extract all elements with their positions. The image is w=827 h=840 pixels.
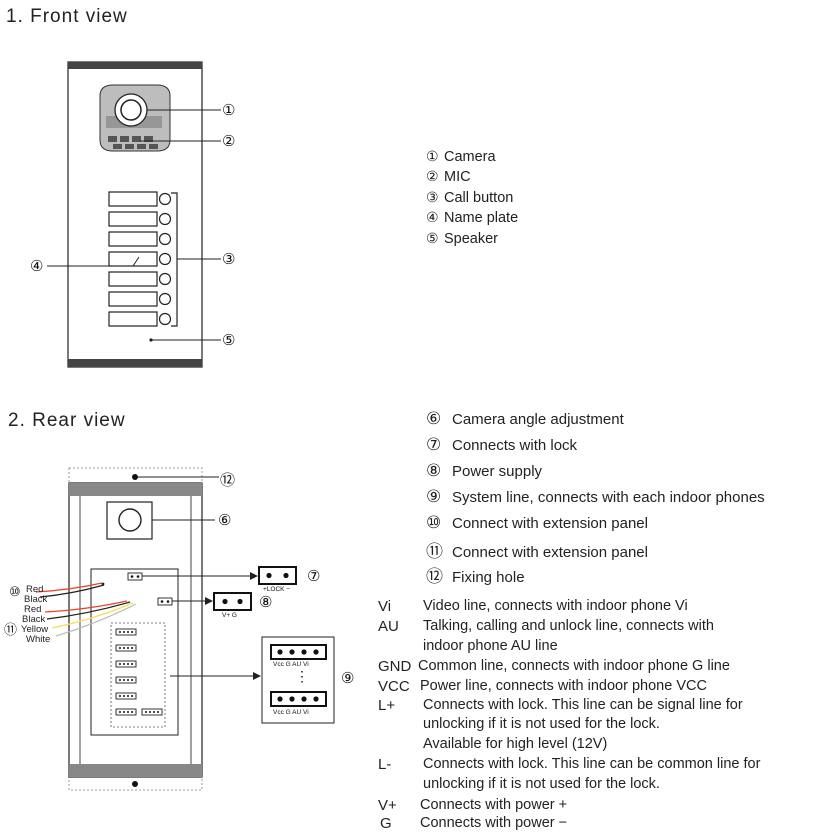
wire-black-10 bbox=[39, 584, 105, 598]
callout-7: ⑦ bbox=[307, 568, 321, 585]
rear-view-heading: 2. Rear view bbox=[8, 410, 126, 431]
mic-grille bbox=[108, 136, 158, 149]
callout-3: ③ bbox=[222, 251, 236, 268]
line-desc: Connects with lock. This line can be sig… bbox=[423, 697, 743, 713]
callout-9: ⑨ bbox=[341, 670, 355, 687]
line-desc: Available for high level (12V) bbox=[423, 736, 608, 752]
camera-lens-inner bbox=[120, 99, 142, 121]
board-connectors bbox=[115, 572, 173, 716]
line-desc: Connects with lock. This line can be com… bbox=[423, 756, 761, 772]
callout-8: ⑧ bbox=[259, 594, 273, 611]
fixing-hole-bottom bbox=[132, 781, 138, 787]
front-panel-top-cap bbox=[68, 62, 202, 69]
callout-5: ⑤ bbox=[222, 332, 236, 349]
line-abbr: L+ bbox=[378, 697, 396, 714]
line-abbr: GND bbox=[378, 658, 412, 675]
wire-yellow-11 bbox=[51, 602, 134, 629]
wire-label-red: Red bbox=[24, 604, 42, 615]
fixing-hole-top bbox=[132, 474, 138, 480]
callout-11: ⑪ bbox=[4, 622, 18, 637]
callout-2: ② bbox=[222, 133, 236, 150]
wire-red-11 bbox=[44, 600, 128, 613]
wire-label-white: White bbox=[26, 634, 51, 645]
wire-label-black: Black bbox=[24, 594, 48, 605]
line-desc: Video line, connects with indoor phone V… bbox=[423, 598, 688, 614]
system-terminal-dots: ⋮ bbox=[295, 668, 309, 684]
circuit-board bbox=[90, 568, 179, 736]
line-abbr: L- bbox=[378, 756, 392, 773]
call-buttons bbox=[158, 192, 172, 326]
rear-panel-top-cap bbox=[69, 483, 202, 496]
system-terminal-top bbox=[270, 644, 327, 660]
line-desc: unlocking if it is not used for the lock… bbox=[423, 716, 660, 732]
wire-red-10 bbox=[35, 582, 103, 593]
callout-6: ⑥ bbox=[218, 512, 232, 529]
line-desc: Connects with power + bbox=[420, 797, 568, 813]
line-abbr: AU bbox=[378, 618, 399, 635]
front-panel-bottom-cap bbox=[68, 359, 202, 367]
callout-4: ④ bbox=[30, 258, 44, 275]
system-terminal-label-bottom: Vcc G AU Vi bbox=[273, 709, 309, 716]
line-desc: Connects with power − bbox=[420, 815, 568, 831]
line-desc: indoor phone AU line bbox=[423, 638, 558, 654]
lock-terminal-label: +LOCK − bbox=[263, 586, 291, 593]
wire-black-11 bbox=[46, 601, 131, 620]
front-view-heading: 1. Front view bbox=[6, 6, 128, 27]
line-abbr: VCC bbox=[378, 678, 410, 695]
wire-label-black: Black bbox=[22, 614, 46, 625]
lock-terminal bbox=[258, 566, 297, 585]
connector-area bbox=[110, 622, 166, 728]
callout-10: ⑩ bbox=[9, 584, 21, 599]
callout-12: ⑫ bbox=[220, 472, 236, 489]
line-desc: unlocking if it is not used for the lock… bbox=[423, 776, 660, 792]
system-terminal-label-top: Vcc G AU Vi bbox=[273, 661, 309, 668]
line-abbr: V+ bbox=[378, 797, 397, 814]
rear-panel-bottom-cap bbox=[69, 764, 202, 777]
line-abbr: G bbox=[380, 815, 392, 832]
wire-white-11 bbox=[55, 603, 137, 637]
name-plates bbox=[108, 191, 158, 327]
wire-label-red: Red bbox=[26, 584, 44, 595]
line-desc: Common line, connects with indoor phone … bbox=[418, 658, 730, 674]
power-terminal bbox=[213, 592, 252, 611]
wire-label-yellow: Yellow bbox=[21, 624, 49, 635]
system-terminal-bottom bbox=[270, 691, 327, 707]
power-terminal-label: V+ G bbox=[222, 612, 237, 619]
line-abbr: Vi bbox=[378, 598, 392, 615]
callout-1: ① bbox=[222, 102, 236, 119]
line-desc: Talking, calling and unlock line, connec… bbox=[423, 618, 714, 634]
camera-adjuster-knob bbox=[118, 508, 142, 532]
line-desc: Power line, connects with indoor phone V… bbox=[420, 678, 707, 694]
